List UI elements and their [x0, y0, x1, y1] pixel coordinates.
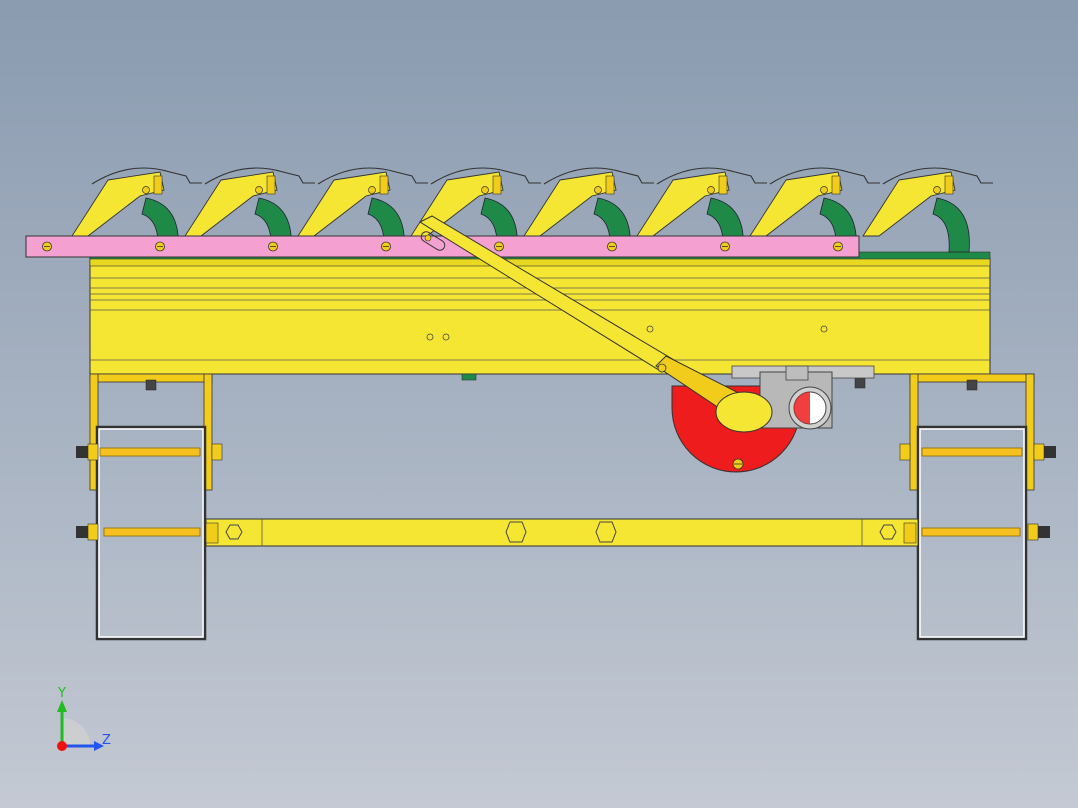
pink-tine-bar [25, 235, 860, 258]
pink-bar-bolt [268, 241, 278, 252]
pink-bar-bolt [833, 241, 843, 252]
main-frame-beam [89, 257, 991, 381]
y-axis-label: Y [57, 686, 66, 701]
lower-left-axle [76, 523, 201, 541]
pink-bar-bolt [720, 241, 730, 252]
pink-bar-bolt [155, 241, 165, 252]
upper-right-axle [899, 443, 1056, 461]
pink-bar-bolt [42, 241, 52, 252]
tine-assembly [749, 167, 880, 253]
pink-bar-bolt [607, 241, 617, 252]
diagonal-lever-arm [418, 215, 773, 433]
tine-row [71, 167, 993, 253]
cross-connecting-bar [205, 518, 919, 547]
left-support-bracket [89, 373, 213, 491]
x-axis-point [57, 741, 67, 751]
z-axis-label: Z [102, 733, 111, 748]
tine-assembly [862, 167, 993, 253]
right-support-bracket [854, 373, 1035, 491]
coordinate-triad: Y Z [57, 686, 111, 751]
gray-hub-housing [731, 365, 875, 430]
lower-right-axle [921, 523, 1050, 541]
upper-left-axle [76, 443, 223, 461]
pink-bar-bolt [381, 241, 391, 252]
pink-bar-bolt [494, 241, 504, 252]
